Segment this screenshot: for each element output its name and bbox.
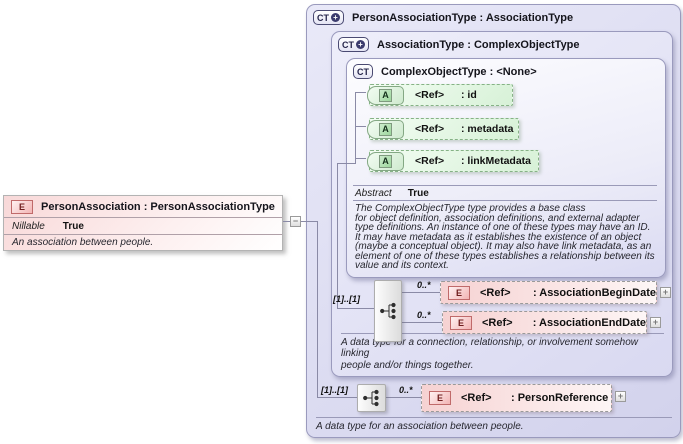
attribute-item-metadata[interactable]: A <Ref> : metadata xyxy=(367,118,519,140)
element-icon: E xyxy=(448,285,470,300)
description-line: (maybe a conceptual object). It may also… xyxy=(355,241,652,252)
attribute-icon: A xyxy=(367,119,404,139)
element-icon: E xyxy=(450,315,472,330)
sequence-icon xyxy=(363,389,379,407)
connector-line xyxy=(337,163,338,309)
attribute-name: : id xyxy=(461,89,477,101)
attribute-icon: A xyxy=(367,85,404,105)
divider xyxy=(353,200,657,201)
description-line: people and/or things together. xyxy=(341,359,474,371)
description-line: element of one of these types establishe… xyxy=(355,250,655,262)
type-box-person-association-type: CT + PersonAssociationType : Association… xyxy=(306,4,681,438)
abstract-row: Abstract True xyxy=(355,188,429,199)
collapse-toggle-button[interactable]: − xyxy=(290,216,301,227)
element-item-association-end-date[interactable]: E <Ref> : AssociationEndDate xyxy=(442,311,647,334)
connector-line xyxy=(318,397,357,398)
attribute-letter: A xyxy=(379,122,392,136)
element-name: : AssociationEndDate xyxy=(532,316,646,329)
occurrence-label: [1]..[1] xyxy=(321,385,348,395)
connector-line xyxy=(402,292,440,293)
element-icon: E xyxy=(11,199,33,214)
element-box-person-association[interactable]: E PersonAssociation : PersonAssociationT… xyxy=(3,195,283,251)
attribute-ref: <Ref> xyxy=(415,123,445,135)
element-icon: E xyxy=(429,391,451,405)
occurrence-label: 0..* xyxy=(417,310,431,320)
element-description: An association between people. xyxy=(4,234,282,250)
type-header: CT + AssociationType : ComplexObjectType xyxy=(332,32,672,52)
abstract-value: True xyxy=(407,188,429,199)
type-header: CT ComplexObjectType : <None> xyxy=(347,59,665,79)
element-name: : PersonReference xyxy=(511,392,609,404)
sequence-icon xyxy=(379,302,396,320)
attribute-ref: <Ref> xyxy=(415,155,445,167)
element-title: PersonAssociation : PersonAssociationTyp… xyxy=(41,200,275,213)
element-header: E PersonAssociation : PersonAssociationT… xyxy=(4,196,282,217)
type-box-association-type: CT + AssociationType : ComplexObjectType… xyxy=(331,31,673,377)
nillable-label: Nillable xyxy=(12,220,45,232)
expand-button[interactable]: + xyxy=(660,287,671,298)
type-description: The ComplexObjectType type provides a ba… xyxy=(355,204,661,271)
connector-line xyxy=(301,221,318,222)
derived-plus-icon: + xyxy=(331,13,340,22)
attribute-name: : metadata xyxy=(461,123,514,135)
attribute-letter: A xyxy=(379,88,392,102)
connector-line xyxy=(356,92,366,93)
element-name: : AssociationBeginDate xyxy=(532,286,656,299)
attribute-item-id[interactable]: A <Ref> : id xyxy=(367,84,513,106)
connector-line xyxy=(338,308,374,309)
type-description: A data type for an association between p… xyxy=(316,416,672,433)
connector-line xyxy=(356,158,366,159)
type-title: ComplexObjectType : <None> xyxy=(381,65,537,78)
divider xyxy=(353,185,657,186)
occurrence-label: 0..* xyxy=(417,280,431,290)
plus-icon: + xyxy=(617,391,624,401)
plus-icon: + xyxy=(662,287,669,297)
attribute-icon: A xyxy=(367,151,404,171)
type-box-complex-object-type: CT ComplexObjectType : <None> A <Ref> : … xyxy=(346,58,666,278)
description-line: type definitions. An instance of one of … xyxy=(355,222,651,233)
complex-type-icon: CT xyxy=(353,64,373,79)
ct-label: CT xyxy=(317,12,329,23)
connector-line xyxy=(317,221,318,398)
abstract-label: Abstract xyxy=(355,188,392,199)
sequence-box[interactable] xyxy=(357,384,386,412)
complex-type-icon: CT + xyxy=(338,37,369,52)
element-ref: <Ref> xyxy=(480,286,511,299)
connector-line xyxy=(337,163,356,164)
attribute-letter: A xyxy=(379,154,392,168)
description-line: A data type for a connection, relationsh… xyxy=(341,336,639,360)
occurrence-label: [1]..[1] xyxy=(333,294,360,304)
connector-line xyxy=(356,126,366,127)
minus-icon: − xyxy=(292,216,299,226)
type-header: CT + PersonAssociationType : Association… xyxy=(307,5,680,25)
nillable-row: Nillable True xyxy=(4,217,282,234)
complex-type-icon: CT + xyxy=(313,10,344,25)
sequence-box[interactable] xyxy=(374,280,402,342)
description-line: value and its context. xyxy=(355,260,449,271)
description-line: The ComplexObjectType type provides a ba… xyxy=(355,203,586,214)
element-item-association-begin-date[interactable]: E <Ref> : AssociationBeginDate xyxy=(440,281,657,304)
connector-line xyxy=(402,322,442,323)
element-ref: <Ref> xyxy=(482,316,513,329)
attribute-ref: <Ref> xyxy=(415,89,445,101)
plus-icon: + xyxy=(652,317,659,327)
attribute-item-link-metadata[interactable]: A <Ref> : linkMetadata xyxy=(367,150,539,172)
ct-label: CT xyxy=(342,39,354,50)
occurrence-label: 0..* xyxy=(399,385,413,395)
ct-label: CT xyxy=(357,66,369,77)
type-title: PersonAssociationType : AssociationType xyxy=(352,11,574,24)
connector-line xyxy=(355,92,356,164)
connector-line xyxy=(386,397,421,398)
type-title: AssociationType : ComplexObjectType xyxy=(377,38,580,51)
description-line: It may have metadata as it establishes t… xyxy=(355,231,642,243)
expand-button[interactable]: + xyxy=(650,317,661,328)
element-item-person-reference[interactable]: E <Ref> : PersonReference xyxy=(421,384,612,412)
connector-line xyxy=(283,221,290,222)
derived-plus-icon: + xyxy=(356,40,365,49)
expand-button[interactable]: + xyxy=(615,391,626,402)
element-ref: <Ref> xyxy=(461,392,492,404)
attribute-name: : linkMetadata xyxy=(461,155,532,167)
description-line: for object definition, association defin… xyxy=(355,212,640,224)
nillable-value: True xyxy=(62,220,84,232)
